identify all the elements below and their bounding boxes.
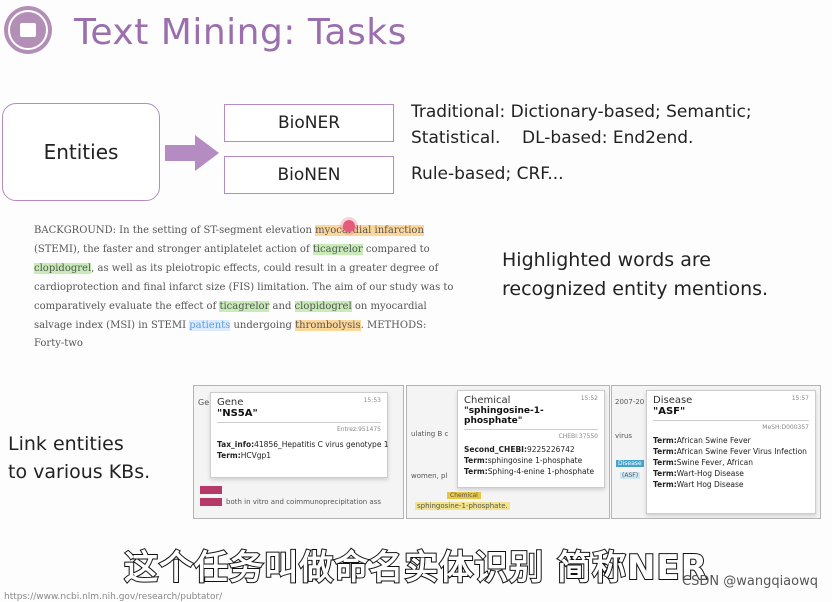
bionen-box: BioNEN	[224, 156, 394, 194]
university-logo-icon	[4, 6, 52, 54]
right-arrow-icon	[165, 135, 219, 171]
nen-methods-line: Rule-based; CRF...	[411, 164, 564, 184]
kb-panel-chemical: ulating B c women, pl Chemical 15:52 "sp…	[406, 385, 610, 519]
popup-time: 15:53	[363, 397, 381, 404]
kb-panel-disease: 2007-20 virus Disease (ASF) Disease 15:5…	[611, 385, 821, 519]
bionen-label: BioNEN	[277, 165, 341, 185]
entity-mention-species[interactable]: patients	[189, 319, 231, 331]
entities-label: Entities	[43, 140, 119, 164]
laser-pointer-icon	[343, 220, 355, 232]
abstract-text: BACKGROUND: In the setting of ST-segment…	[34, 225, 454, 350]
source-url: https://www.ncbi.nlm.nih.gov/research/pu…	[4, 592, 223, 602]
entity-mention-chemical[interactable]: ticagrelor	[219, 300, 270, 312]
ner-methods-line1: Traditional: Dictionary-based; Semantic;	[411, 102, 752, 122]
entity-mention-chemical[interactable]: ticagrelor	[312, 243, 363, 255]
entity-mention-chemical[interactable]: clopidogrel	[34, 262, 92, 274]
bioner-box: BioNER	[224, 104, 394, 142]
entity-mention-disease[interactable]: myocardial infarction	[315, 225, 424, 236]
panel-bg-text: both in vitro and coimmunoprecipitation …	[226, 498, 381, 506]
csdn-watermark: CSDN @wangqiaowq	[682, 574, 818, 589]
gene-popup[interactable]: Gene 15:53 "NS5A" Entrez:951475 Tax_info…	[210, 392, 389, 478]
chemical-chip[interactable]: Chemical	[447, 492, 481, 499]
link-note: Link entities to various KBs.	[8, 433, 151, 483]
bioner-label: BioNER	[277, 113, 341, 133]
slide-title: Text Mining: Tasks	[74, 12, 407, 53]
ner-methods-line2: Statistical. DL-based: End2end.	[411, 128, 694, 148]
popup-type: Gene	[217, 397, 244, 408]
chemical-popup[interactable]: Chemical 15:52 "sphingosine-1-phosphate"…	[457, 390, 605, 488]
disease-popup[interactable]: Disease 15:57 "ASF" MeSH:D000357 Term:Af…	[646, 390, 816, 514]
entities-box: Entities	[2, 103, 160, 201]
disease-chip[interactable]: Disease	[616, 460, 644, 467]
video-subtitle: 这个任务叫做命名实体识别 简称NER	[123, 547, 708, 589]
entity-mention-chemical[interactable]: clopidogrel	[294, 300, 352, 312]
highlight-note: Highlighted words are recognized entity …	[502, 249, 769, 300]
entity-mention-disease[interactable]: thrombolysis	[295, 319, 361, 331]
popup-name: "NS5A"	[217, 408, 258, 419]
popup-id: Entrez:951475	[336, 426, 381, 433]
kb-panel-gene: Ge Gene 15:53 "NS5A" Entrez:951475 Tax_i…	[193, 385, 404, 519]
